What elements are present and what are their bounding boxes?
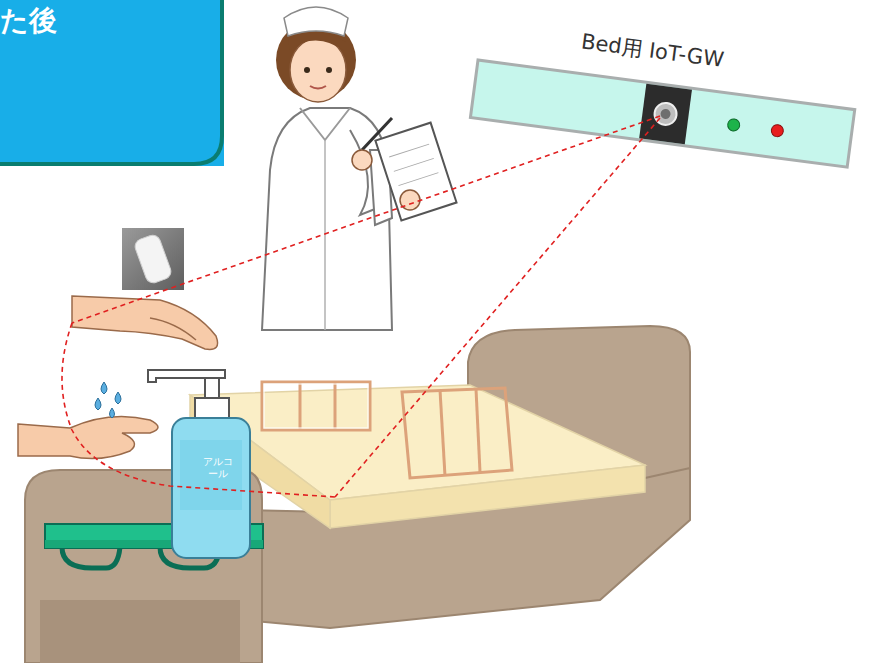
detection-area (62, 116, 660, 497)
bottle-text: アルコール (202, 456, 233, 480)
pump-stem (205, 378, 219, 400)
box-border (0, 0, 222, 164)
gateway-body (470, 60, 854, 167)
sensor-lens (653, 102, 678, 127)
heading-box: た後 (0, 0, 224, 166)
drop-symbol (95, 382, 121, 418)
status-led (771, 124, 784, 137)
bed-illustration (25, 326, 690, 663)
node-shape (140, 360, 260, 560)
nurse-illustration (262, 7, 457, 330)
sensor-lens (660, 108, 671, 119)
box-fill (0, 0, 224, 166)
status-led (727, 118, 740, 131)
sensor-window (639, 84, 692, 145)
bottle-body (172, 418, 250, 558)
bottle-box: アルコール (140, 360, 260, 560)
tag-device (122, 228, 184, 290)
gateway-box: Bed用 IoT-GW (470, 60, 854, 167)
heading-text: た後 (0, 4, 57, 38)
bottle-cap (195, 398, 229, 420)
device-label: Bed用 IoT-GW (580, 29, 726, 73)
node-shape (470, 60, 854, 167)
hand-illustration (18, 296, 218, 459)
bottle-label (180, 440, 242, 510)
